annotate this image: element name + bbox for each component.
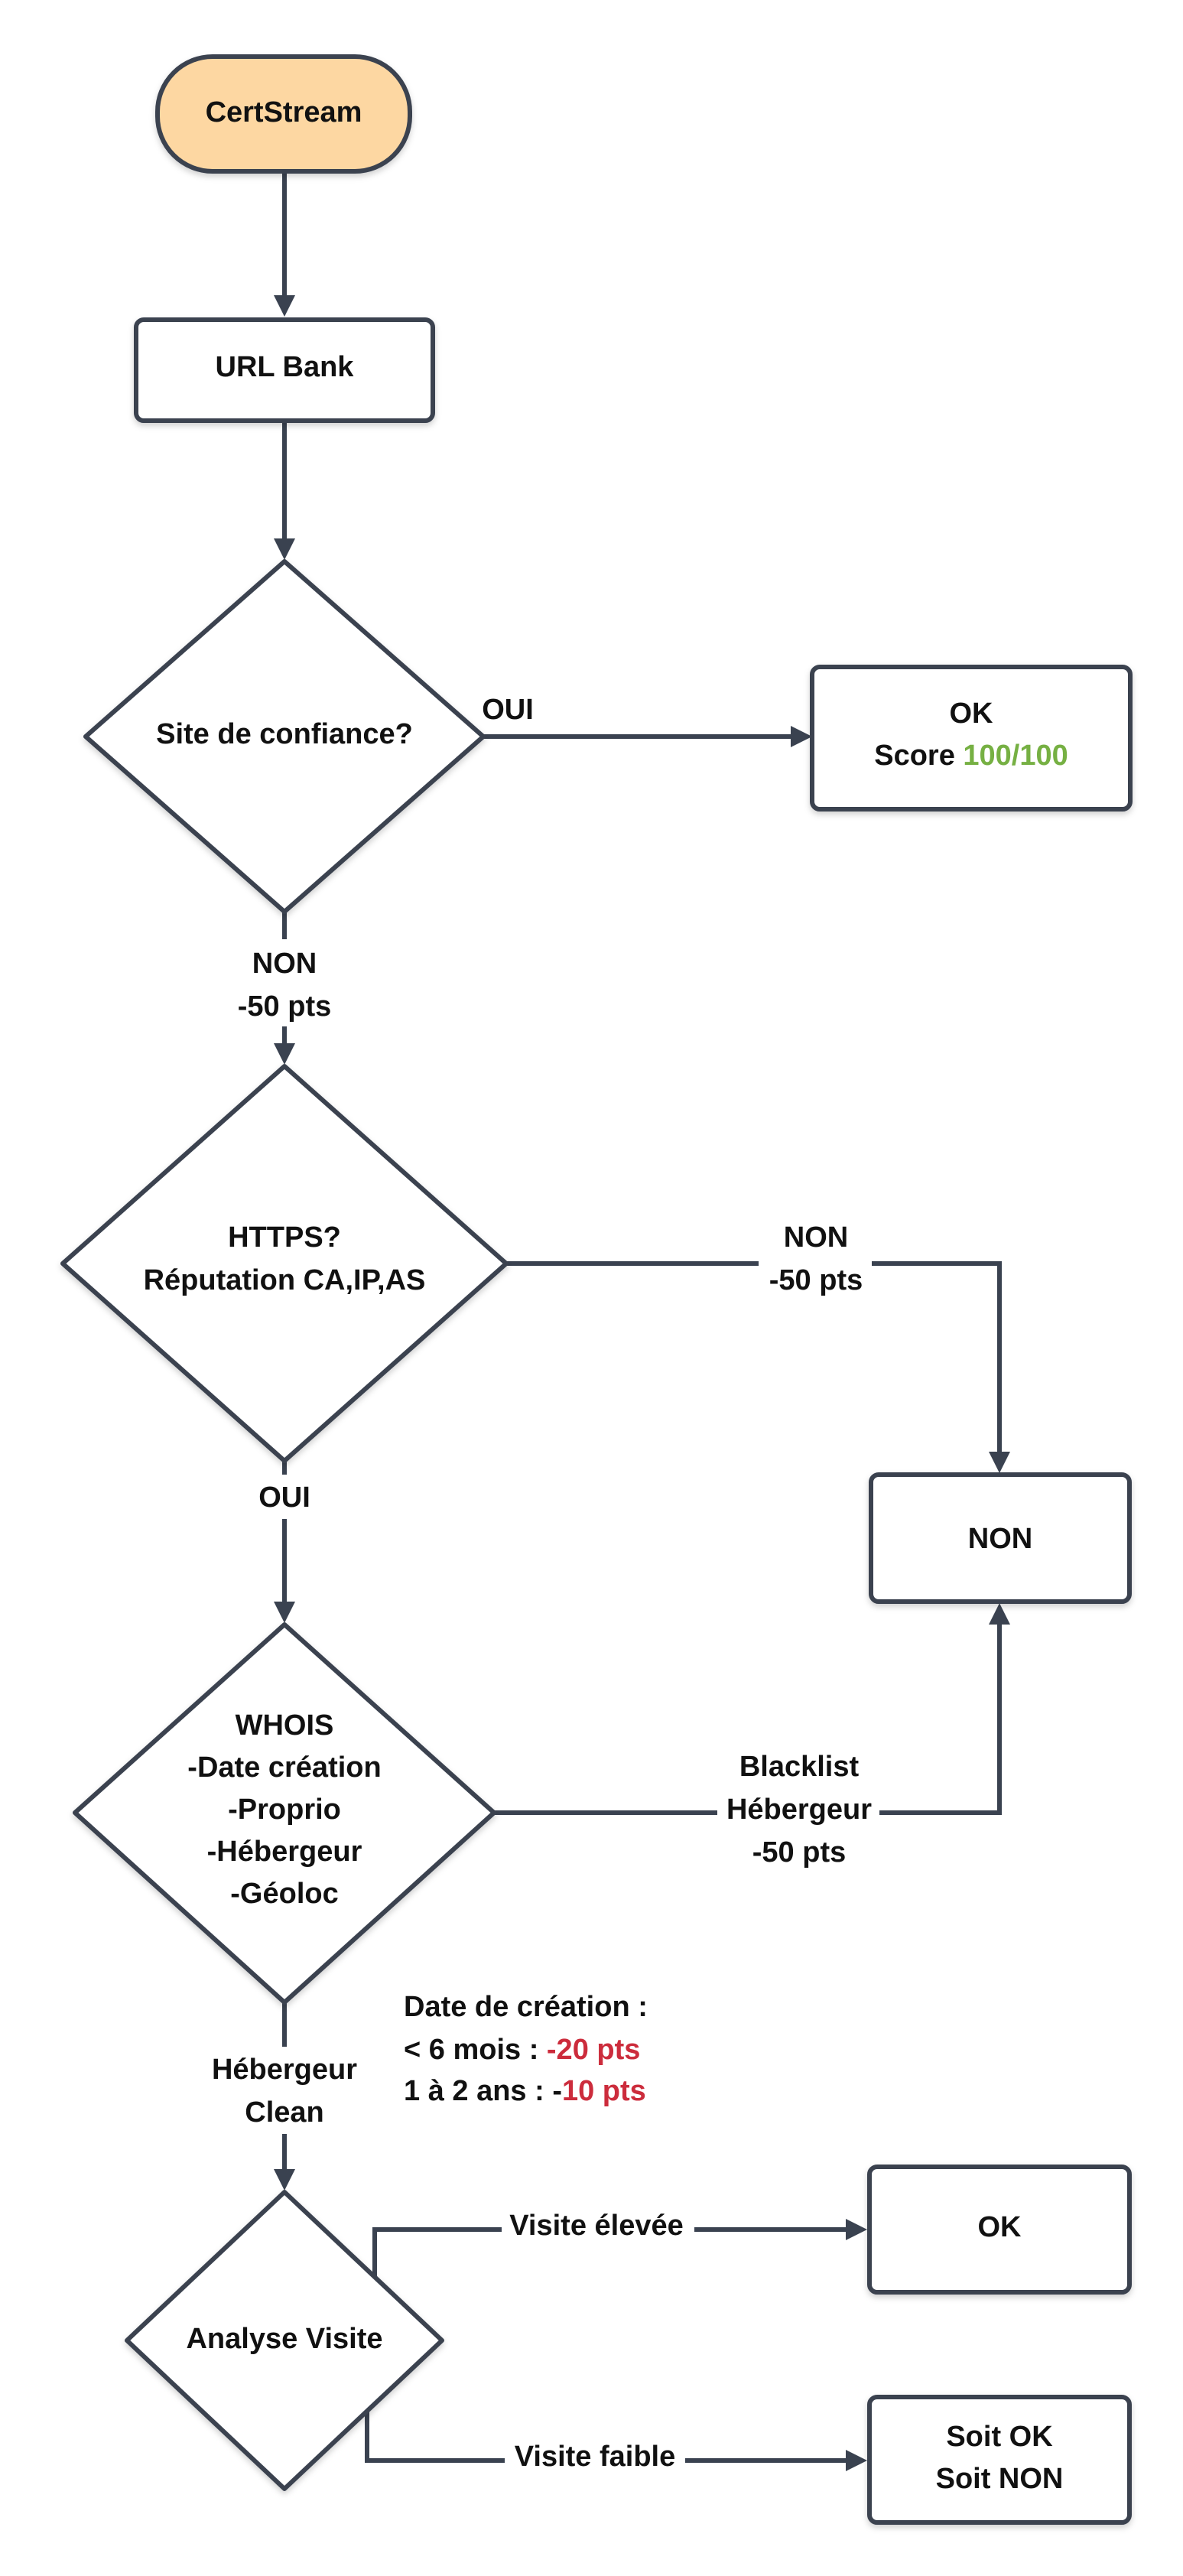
ok-result-box (867, 2165, 1132, 2295)
annotation-title: Date de création : (404, 1991, 648, 2023)
label-blacklist-penalty: -50 pts (752, 1836, 846, 1869)
node-analyse-visite: Analyse Visite (125, 2190, 444, 2491)
label-confiance-oui: OUI (482, 694, 534, 726)
node-ok-result: OK (867, 2165, 1132, 2295)
label-confiance-non-penalty: -50 pts (238, 990, 331, 1023)
label-https-non: NON (784, 1221, 848, 1254)
annotation-row2-penalty: 10 pts (562, 2075, 646, 2107)
annotation-row1-label: < 6 mois : (404, 2034, 547, 2066)
whois-geoloc: -Géoloc (230, 1878, 338, 1910)
date-creation-annotation: Date de création : < 6 mois : -20 pts 1 … (404, 1991, 648, 2107)
edge-labels: OUI NON -50 pts NON -50 pts OUI Blacklis… (200, 694, 879, 2478)
label-clean: Clean (245, 2096, 323, 2129)
certstream-label: CertStream (206, 96, 362, 128)
node-whois: WHOIS -Date création -Proprio -Hébergeur… (73, 1622, 496, 2005)
decision-diamond (83, 559, 486, 914)
label-bg (759, 1224, 872, 1308)
label-blacklist: Blacklist (739, 1751, 860, 1783)
non-result-box (869, 1472, 1132, 1604)
site-confiance-label: Site de confiance? (156, 718, 413, 750)
score-label: Score (874, 740, 963, 772)
node-url-bank: URL Bank (134, 317, 435, 423)
whois-date-creation: -Date création (187, 1751, 381, 1784)
arrowhead-icon (989, 1452, 1010, 1473)
arrowhead-icon (274, 295, 295, 317)
edge-whois-blacklist (494, 1620, 1002, 1815)
node-non-result: NON (869, 1472, 1132, 1604)
annotation-row1-penalty: -20 pts (547, 2034, 640, 2066)
start-terminal (155, 54, 412, 174)
annotation-row-6-mois: < 6 mois : -20 pts (404, 2034, 640, 2066)
whois-label: WHOIS (236, 1709, 334, 1742)
whois-proprio: -Proprio (228, 1794, 341, 1826)
soit-non-label: Soit NON (936, 2463, 1064, 2495)
edge-visite-faible (365, 2395, 850, 2463)
annotation-row-1-2-ans: 1 à 2 ans : -10 pts (404, 2075, 646, 2107)
https-label: HTTPS? (228, 1221, 341, 1254)
ok-score-line: Score 100/100 (874, 740, 1068, 772)
decision-diamond (73, 1622, 496, 2005)
node-site-confiance: Site de confiance? (83, 559, 486, 914)
label-bg (502, 2207, 694, 2247)
soit-ok-label: Soit OK (946, 2421, 1053, 2453)
label-https-oui: OUI (258, 1482, 310, 1514)
ok-score-title: OK (950, 698, 994, 730)
whois-hebergeur: -Hébergeur (207, 1836, 362, 1868)
node-ok-score: OK Score 100/100 (810, 665, 1133, 812)
label-blacklist-hebergeur: Hébergeur (726, 1794, 872, 1826)
node-soit: Soit OK Soit NON (867, 2395, 1132, 2525)
node-https: HTTPS? Réputation CA,IP,AS (60, 1064, 509, 1463)
label-visite-elevee: Visite élevée (509, 2210, 683, 2242)
non-result-label: NON (968, 1523, 1032, 1555)
label-hebergeur-clean: Hébergeur (212, 2054, 357, 2086)
label-bg (246, 1475, 323, 1519)
arrowhead-icon (846, 2450, 867, 2471)
label-bg (200, 2047, 369, 2134)
label-bg (717, 1748, 879, 1875)
ok-result-label: OK (978, 2211, 1022, 2243)
score-value: 100/100 (963, 740, 1068, 772)
soit-box (867, 2395, 1132, 2525)
label-https-non-penalty: -50 pts (769, 1264, 863, 1296)
label-visite-faible: Visite faible (515, 2441, 676, 2473)
arrowhead-icon (791, 726, 812, 747)
url-bank-label: URL Bank (216, 351, 355, 383)
arrowhead-icon (989, 1603, 1010, 1625)
arrowhead-icon (274, 2169, 295, 2191)
annotation-row2-label: 1 à 2 ans : - (404, 2075, 562, 2107)
reputation-label: Réputation CA,IP,AS (144, 1264, 426, 1296)
arrowhead-icon (274, 1602, 295, 1623)
ok-score-box (810, 665, 1133, 812)
url-bank-box (134, 317, 435, 423)
node-certstream: CertStream (155, 54, 412, 174)
label-bg (505, 2438, 685, 2478)
edge-https-non (506, 1261, 1002, 1456)
arrowhead-icon (274, 538, 295, 560)
label-confiance-non: NON (252, 948, 317, 980)
label-bg (222, 939, 347, 1026)
arrowhead-icon (274, 1043, 295, 1065)
arrowhead-icon (846, 2219, 867, 2240)
decision-diamond (125, 2190, 444, 2491)
decision-diamond (60, 1064, 509, 1463)
analyse-visite-label: Analyse Visite (186, 2323, 382, 2355)
